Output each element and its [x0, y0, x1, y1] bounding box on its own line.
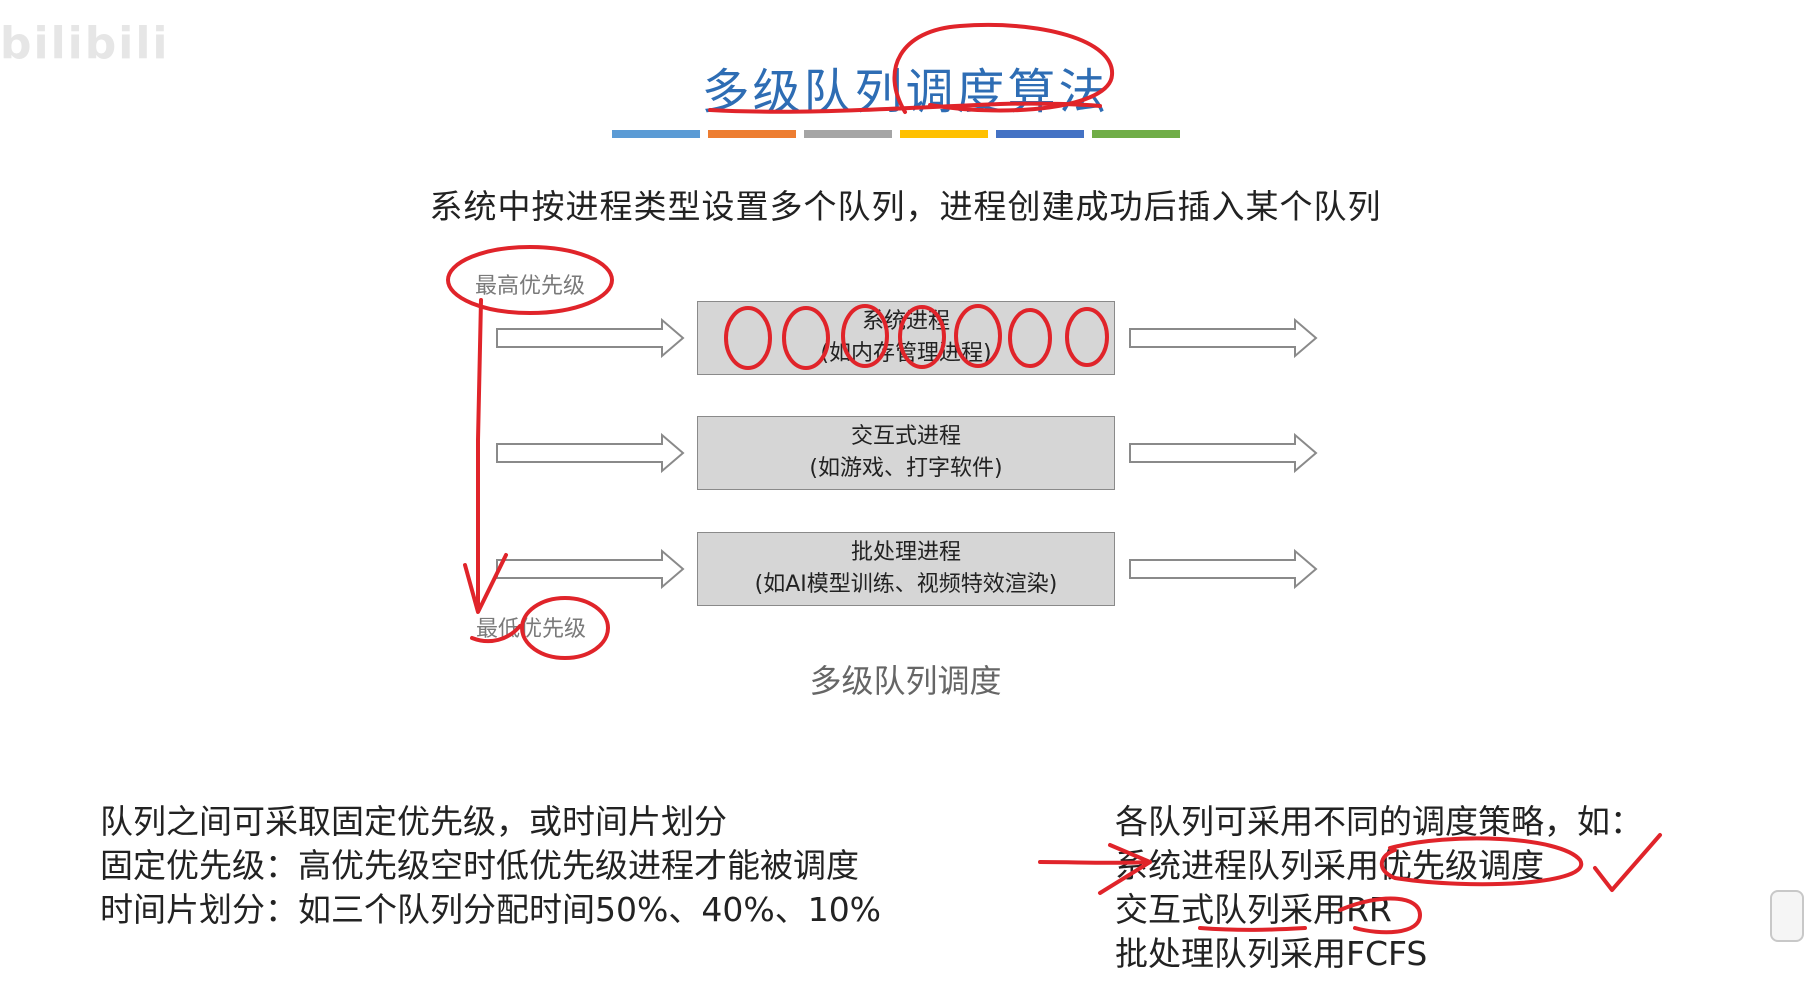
note-line: 固定优先级：高优先级空时低优先级进程才能被调度: [100, 846, 859, 885]
left-notes: 队列之间可采取固定优先级，或时间片划分 固定优先级：高优先级空时低优先级进程才能…: [100, 800, 881, 932]
note-line: 交互式队列采用RR: [1115, 890, 1392, 929]
note-line: 系统进程队列采用优先级调度: [1115, 846, 1544, 885]
note-line: 各队列可采用不同的调度策略，如：: [1115, 802, 1643, 841]
color-bar-1: [612, 130, 700, 138]
queue-system-process: 系统进程 (如内存管理进程): [697, 301, 1115, 375]
outgoing-arrow-icon: [1129, 550, 1317, 588]
queue-label: 交互式进程: [850, 424, 961, 449]
right-notes: 各队列可采用不同的调度策略，如： 系统进程队列采用优先级调度 交互式队列采用RR…: [1115, 800, 1643, 976]
queue-example: (如游戏、打字软件): [809, 456, 1003, 481]
queue-example: (如AI模型训练、视频特效渲染): [754, 572, 1058, 597]
slide-title: 多级队列调度算法: [701, 64, 1110, 120]
color-bar-5: [996, 130, 1084, 138]
queue-batch-process: 批处理进程 (如AI模型训练、视频特效渲染): [697, 532, 1115, 606]
incoming-arrow-icon: [496, 550, 684, 588]
color-bar-2: [708, 130, 796, 138]
diagram-caption: 多级队列调度: [809, 662, 1002, 700]
priority-down-arrow-annotation: [476, 298, 483, 612]
bilibili-watermark: bilibili: [0, 18, 170, 69]
queue-interactive-process: 交互式进程 (如游戏、打字软件): [697, 416, 1115, 490]
note-line: 时间片划分：如三个队列分配时间50%、40%、10%: [100, 890, 882, 929]
queue-label: 系统进程: [861, 309, 950, 334]
highest-priority-label: 最高优先级: [475, 274, 586, 299]
color-bar-6: [1092, 130, 1180, 138]
outgoing-arrow-icon: [1129, 319, 1317, 357]
incoming-arrow-icon: [496, 434, 684, 472]
play-button[interactable]: [1770, 890, 1804, 942]
priority-arrowhead-annotation: [463, 553, 508, 614]
outgoing-arrow-icon: [1129, 434, 1317, 472]
note-line: 批处理队列采用FCFS: [1115, 934, 1428, 973]
queue-example: (如内存管理进程): [820, 341, 992, 366]
incoming-arrow-icon: [496, 319, 684, 357]
lowest-priority-label: 最低优先级: [476, 617, 587, 642]
color-bar-3: [804, 130, 892, 138]
color-bar-4: [900, 130, 988, 138]
queue-label: 批处理进程: [850, 540, 961, 565]
note-line: 队列之间可采取固定优先级，或时间片划分: [100, 802, 727, 841]
slide-subtitle: 系统中按进程类型设置多个队列，进程创建成功后插入某个队列: [429, 187, 1382, 226]
